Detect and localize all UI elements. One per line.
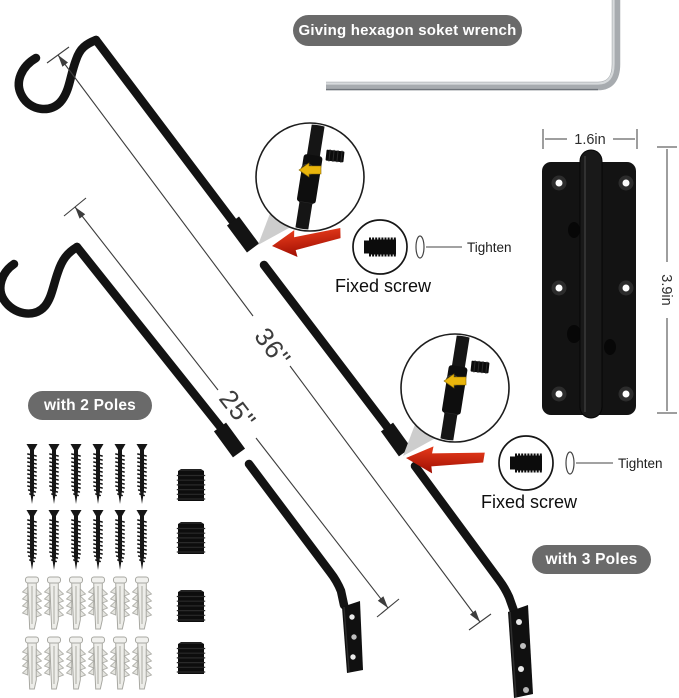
hex-wrench-icon — [326, 0, 621, 91]
mounting-screws — [25, 443, 149, 571]
set-screw-icon — [498, 435, 554, 491]
s-hook-icon — [14, 35, 101, 114]
fixed-screw-annotation-lower: Tighten Fixed screw — [481, 435, 663, 512]
zoom-callout-lower-joint — [400, 333, 510, 456]
bracket-height-label: 3.9in — [658, 274, 674, 305]
bracket-width-dimension — [542, 129, 638, 149]
fixed-screw-label: Fixed screw — [481, 492, 578, 512]
wall-foot-25 — [342, 601, 363, 673]
bracket-height-dimension — [657, 146, 677, 414]
dimension-36 — [46, 46, 492, 631]
wall-anchors — [21, 576, 153, 690]
two-poles-pill: with 2 Poles — [28, 391, 152, 420]
three-poles-pill: with 3 Poles — [532, 545, 651, 574]
mounting-bracket — [542, 149, 636, 419]
bracket-screw-holes — [551, 175, 634, 402]
pole-25-inch — [0, 242, 349, 610]
fixed-screw-annotation-upper: Tighten Fixed screw — [335, 219, 512, 296]
hex-set-screws — [176, 468, 206, 675]
tighten-label: Tighten — [618, 456, 663, 471]
bracket-width-label: 1.6in — [574, 132, 605, 148]
set-screw-icon — [352, 219, 408, 275]
pole-36-dimension-label: 36" — [248, 322, 297, 373]
fixed-screw-label: Fixed screw — [335, 276, 432, 296]
wall-foot-36 — [508, 605, 533, 698]
tighten-label: Tighten — [467, 240, 512, 255]
pole-36-inch — [14, 35, 519, 616]
dimension-25 — [63, 197, 400, 618]
wrench-callout-pill: Giving hexagon soket wrench — [293, 15, 522, 46]
s-hook-icon — [0, 242, 82, 318]
zoom-callout-upper-joint — [255, 122, 365, 245]
